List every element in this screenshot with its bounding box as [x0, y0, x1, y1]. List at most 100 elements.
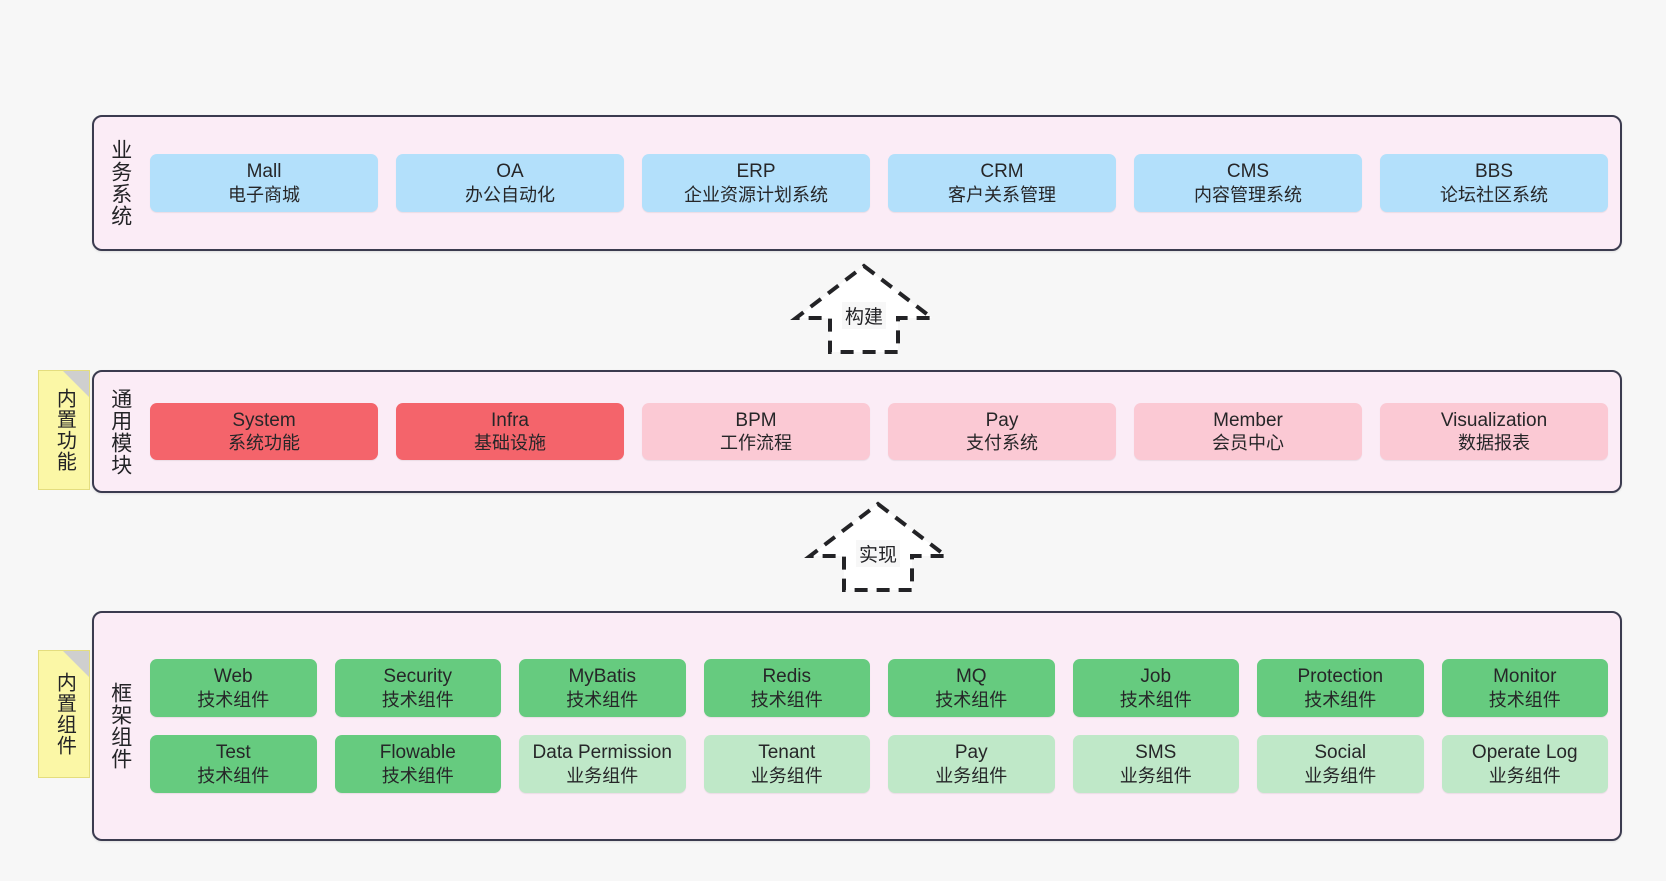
module-card-name: Job — [1140, 666, 1172, 688]
module-card-subtitle: 业务组件 — [750, 765, 823, 786]
sticky-note-builtin-function: 内置功能 — [38, 370, 90, 490]
module-card-name: OA — [496, 161, 524, 183]
module-card-name: Member — [1213, 409, 1283, 431]
module-card-subtitle: 工作流程 — [720, 433, 792, 454]
module-card-name: Visualization — [1440, 409, 1548, 431]
module-card-subtitle: 技术组件 — [197, 765, 270, 786]
arrow-build-label: 构建 — [841, 302, 887, 329]
module-card-name: Infra — [490, 409, 530, 431]
module-card-name: BBS — [1474, 161, 1514, 183]
module-card-subtitle: 内容管理系统 — [1194, 184, 1302, 205]
module-card-subtitle: 系统功能 — [228, 433, 300, 454]
module-card-name: CMS — [1226, 161, 1270, 183]
module-card-name: Redis — [762, 666, 812, 688]
module-card-subtitle: 业务组件 — [566, 765, 639, 786]
module-card-subtitle: 业务组件 — [935, 765, 1008, 786]
module-card-subtitle: 技术组件 — [1304, 689, 1377, 710]
module-card-name: Protection — [1297, 666, 1384, 688]
arrow-implement-label: 实现 — [855, 540, 901, 567]
module-card-name: Flowable — [379, 742, 456, 763]
module-card-name: Pay — [954, 742, 988, 763]
module-card-subtitle: 客户关系管理 — [948, 184, 1056, 205]
module-card-name: ERP — [736, 161, 776, 183]
module-card-name: Test — [215, 742, 251, 763]
layer-title-common: 通用模块 — [108, 387, 132, 476]
module-card-subtitle: 业务组件 — [1119, 765, 1192, 786]
module-card-name: Pay — [985, 409, 1019, 431]
module-card-name: Mall — [246, 161, 282, 183]
module-card-name: System — [232, 409, 296, 431]
layer-title-framework: 框架组件 — [108, 682, 132, 770]
module-card-subtitle: 技术组件 — [1488, 689, 1561, 710]
sticky-note-builtin-component: 内置组件 — [38, 650, 90, 778]
module-card-subtitle: 企业资源计划系统 — [684, 184, 828, 205]
module-card-subtitle: 办公自动化 — [465, 184, 555, 205]
module-card-name: Security — [383, 666, 453, 688]
module-card-name: Social — [1314, 742, 1367, 763]
module-card-name: Web — [213, 666, 253, 688]
module-card-name: Operate Log — [1471, 742, 1578, 763]
module-card-subtitle: 技术组件 — [566, 689, 639, 710]
module-card-subtitle: 基础设施 — [474, 433, 546, 454]
sticky-fold-corner-icon — [63, 651, 89, 677]
module-card-name: Monitor — [1493, 666, 1557, 688]
sticky-note-label: 内置功能 — [53, 388, 76, 472]
module-card-subtitle: 技术组件 — [935, 689, 1008, 710]
module-card-name: BPM — [735, 409, 777, 431]
module-card-subtitle: 会员中心 — [1212, 433, 1284, 454]
module-card-subtitle: 技术组件 — [381, 765, 454, 786]
module-card-name: Data Permission — [532, 742, 672, 763]
module-card-subtitle: 业务组件 — [1488, 765, 1561, 786]
module-card-subtitle: 技术组件 — [381, 689, 454, 710]
sticky-note-label: 内置组件 — [53, 672, 76, 756]
module-card-name: SMS — [1135, 742, 1177, 763]
sticky-fold-corner-icon — [63, 371, 89, 397]
arrow-implement: 实现 — [803, 500, 953, 592]
module-card-name: MyBatis — [568, 666, 637, 688]
module-card-subtitle: 电子商城 — [228, 184, 300, 205]
layer-title-business: 业务系统 — [108, 139, 132, 227]
arrow-build: 构建 — [789, 262, 939, 354]
module-card-name: MQ — [955, 666, 987, 688]
module-card-name: CRM — [980, 161, 1024, 183]
module-card-subtitle: 技术组件 — [197, 689, 270, 710]
module-card-subtitle: 论坛社区系统 — [1440, 184, 1548, 205]
module-card-name: Tenant — [758, 742, 816, 763]
